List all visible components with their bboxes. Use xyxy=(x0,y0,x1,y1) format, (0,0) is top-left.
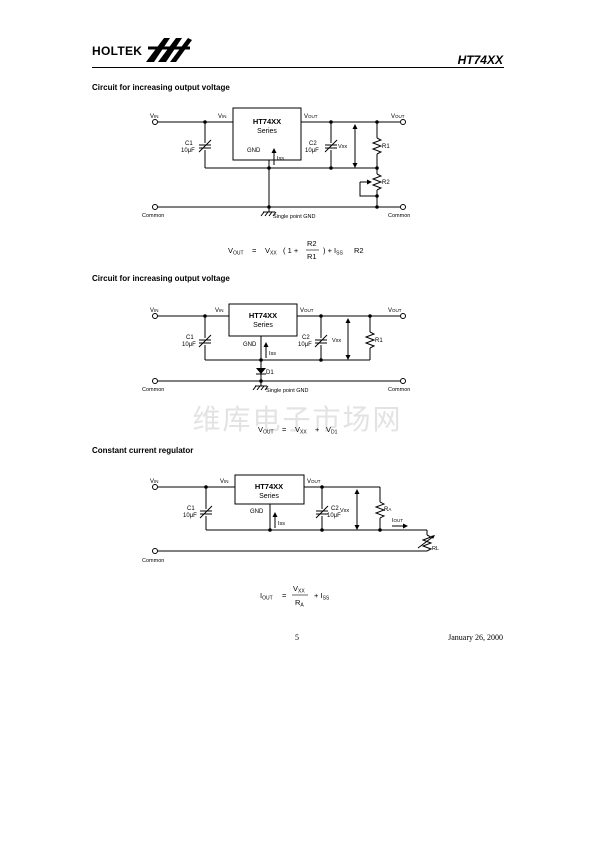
svg-text:GND: GND xyxy=(250,509,264,515)
svg-text:VOUT: VOUT xyxy=(258,425,274,436)
brand-text: HOLTEK xyxy=(92,44,143,58)
svg-text:=: = xyxy=(282,425,287,434)
svg-text:RA: RA xyxy=(295,598,304,609)
svg-text:R1: R1 xyxy=(375,338,383,344)
svg-text:Common: Common xyxy=(388,387,410,393)
svg-text:VIN: VIN xyxy=(220,479,229,485)
svg-text:) + ISS: ) + ISS xyxy=(323,246,343,257)
svg-text:Vxx: Vxx xyxy=(340,508,349,514)
svg-text:Series: Series xyxy=(253,322,273,329)
svg-text:VIN: VIN xyxy=(150,114,159,120)
header-rule xyxy=(92,67,504,68)
svg-text:Common: Common xyxy=(142,558,164,564)
section-title-1: Circuit for increasing output voltage xyxy=(92,83,230,92)
svg-text:Vxx: Vxx xyxy=(338,144,347,150)
svg-text:VOUT: VOUT xyxy=(300,308,314,314)
watermark: 维库电子市场网 xyxy=(192,403,403,436)
svg-text:( 1 +: ( 1 + xyxy=(283,246,299,255)
svg-text:+: + xyxy=(315,425,320,434)
svg-text:C2: C2 xyxy=(302,335,310,341)
svg-text:HT74XX: HT74XX xyxy=(249,311,277,320)
svg-text:VD1: VD1 xyxy=(326,425,338,436)
svg-text:C2: C2 xyxy=(309,141,317,147)
svg-text:C1: C1 xyxy=(187,506,195,512)
holtek-logo: HOLTEK xyxy=(92,34,192,66)
circuit-1-schematic: VIN VIN VOUT VOUT HT74XX Series GND C1 1… xyxy=(142,107,410,220)
svg-text:10μF: 10μF xyxy=(181,148,195,154)
svg-text:Iss: Iss xyxy=(269,351,276,357)
svg-text:R2: R2 xyxy=(382,180,390,186)
svg-text:R1: R1 xyxy=(382,144,390,150)
svg-text:10μF: 10μF xyxy=(182,342,196,348)
svg-text:Common: Common xyxy=(142,387,164,393)
ic-series: Series xyxy=(257,128,277,135)
svg-text:VIN: VIN xyxy=(150,479,159,485)
svg-text:Series: Series xyxy=(259,493,279,500)
svg-text:Iss: Iss xyxy=(278,521,285,527)
svg-text:10μF: 10μF xyxy=(305,148,319,154)
common-terminal-right xyxy=(400,204,406,210)
svg-text:RL: RL xyxy=(432,546,439,552)
svg-text:VOUT: VOUT xyxy=(307,479,321,485)
circuit-3-schematic: VIN VIN VOUT HT74XX Series GND C1 10μF C… xyxy=(142,474,439,564)
svg-text:=: = xyxy=(282,591,287,600)
formula-1: VOUT = VXX ( 1 + R2 R1 ) + ISS R2 xyxy=(228,239,364,261)
svg-text:GND: GND xyxy=(243,342,257,348)
svg-text:C1: C1 xyxy=(185,141,193,147)
svg-text:VOUT: VOUT xyxy=(388,308,402,314)
ic-name: HT74XX xyxy=(253,117,281,126)
svg-text:IOUT: IOUT xyxy=(392,518,403,524)
svg-text:Common: Common xyxy=(388,213,410,219)
svg-text:Single point GND: Single point GND xyxy=(273,214,316,220)
svg-text:VIN: VIN xyxy=(218,114,227,120)
svg-text:VXX: VXX xyxy=(295,425,307,436)
common-terminal-left xyxy=(152,204,158,210)
svg-text:VOUT: VOUT xyxy=(228,246,244,257)
part-number: HT74XX xyxy=(457,53,503,67)
page-number: 5 xyxy=(295,633,299,642)
svg-text:VOUT: VOUT xyxy=(391,114,405,120)
svg-text:10μF: 10μF xyxy=(298,342,312,348)
svg-text:HT74XX: HT74XX xyxy=(255,482,283,491)
svg-text:Common: Common xyxy=(142,213,164,219)
svg-text:R1: R1 xyxy=(307,252,317,261)
ic-box xyxy=(232,107,302,161)
svg-text:=: = xyxy=(252,246,257,255)
svg-text:IOUT: IOUT xyxy=(260,591,273,602)
svg-text:10μF: 10μF xyxy=(183,513,197,519)
svg-text:VXX: VXX xyxy=(293,584,305,595)
svg-text:VIN: VIN xyxy=(215,308,224,314)
svg-text:R2: R2 xyxy=(307,239,317,248)
svg-text:C1: C1 xyxy=(186,335,194,341)
svg-text:VIN: VIN xyxy=(150,308,159,314)
vin-terminal xyxy=(152,119,158,125)
svg-text:RA: RA xyxy=(384,507,391,513)
svg-text:Single point GND: Single point GND xyxy=(266,388,309,394)
svg-text:D1: D1 xyxy=(266,370,274,376)
svg-text:10μF: 10μF xyxy=(327,513,341,519)
svg-text:C2: C2 xyxy=(331,506,339,512)
svg-text:Iss: Iss xyxy=(277,156,284,162)
formula-3: IOUT = VXX RA + ISS xyxy=(260,584,330,609)
circuit-2-schematic: VIN VIN VOUT VOUT HT74XX Series GND C1 1… xyxy=(142,303,410,394)
gnd-label: GND xyxy=(247,148,261,154)
section-title-3: Constant current regulator xyxy=(92,446,194,455)
footer-date: January 26, 2000 xyxy=(448,633,503,642)
svg-text:VOUT: VOUT xyxy=(304,114,318,120)
vout-terminal xyxy=(400,119,406,125)
svg-text:Vxx: Vxx xyxy=(332,338,341,344)
formula-2: VOUT = VXX + VD1 xyxy=(258,425,338,436)
svg-text:VXX: VXX xyxy=(265,246,277,257)
logo-mark-icon xyxy=(146,38,192,62)
section-title-2: Circuit for increasing output voltage xyxy=(92,274,230,283)
svg-text:R2: R2 xyxy=(354,246,364,255)
svg-text:+ ISS: + ISS xyxy=(314,591,330,602)
